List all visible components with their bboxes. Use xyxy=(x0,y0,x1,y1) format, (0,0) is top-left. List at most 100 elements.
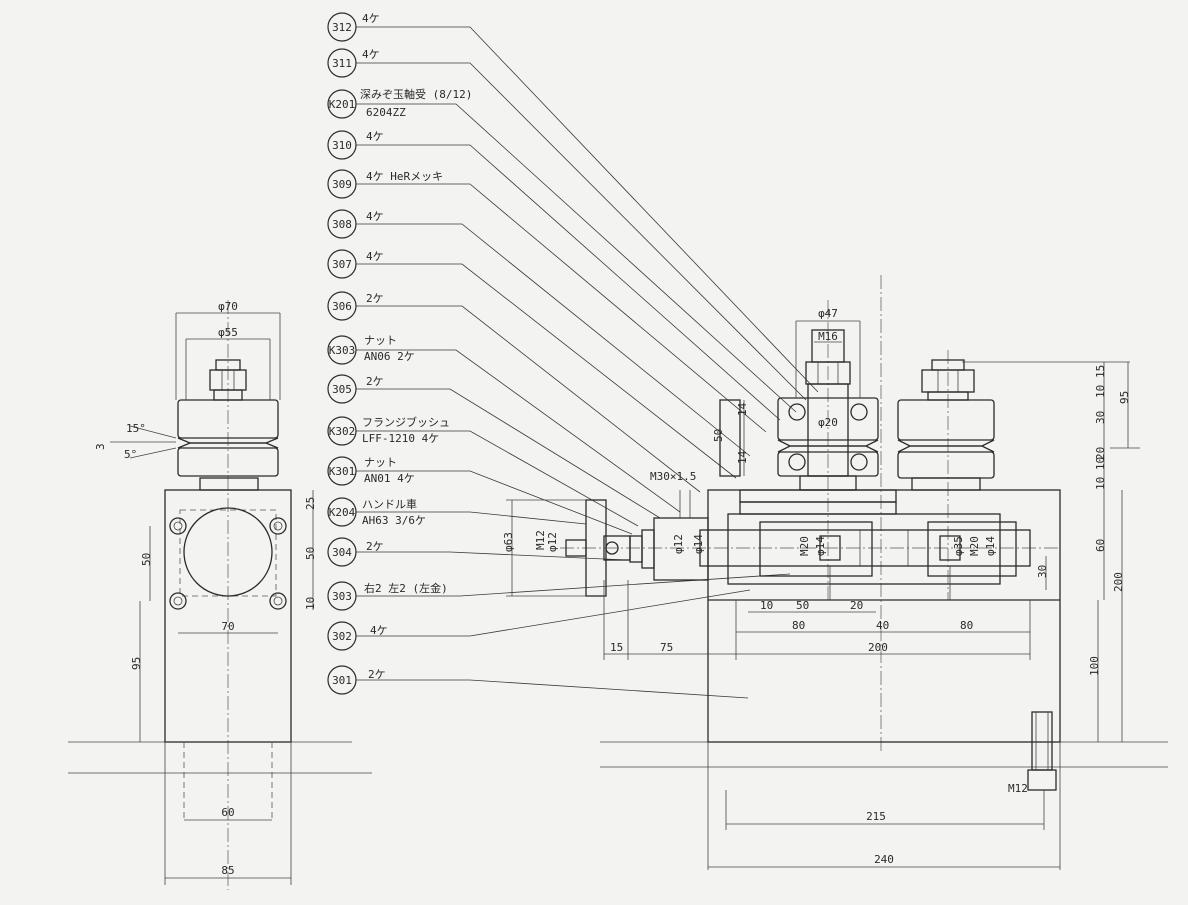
part-note: 2ケ xyxy=(368,668,386,681)
part-bubble xyxy=(327,456,357,486)
dim-label: 60 xyxy=(1094,539,1107,552)
dim-label: 14 xyxy=(736,402,749,416)
part-callout: K204 ハンドル車 AH63 3/6ケ xyxy=(327,497,426,527)
part-number: 303 xyxy=(332,590,352,603)
part-bubble xyxy=(327,497,357,527)
dim-label: φ70 xyxy=(218,300,238,313)
part-note: 2ケ xyxy=(366,375,384,388)
leader-lines xyxy=(356,26,819,699)
part-bubble xyxy=(327,48,357,78)
dim-label: 10 xyxy=(304,597,317,610)
part-note-2: AH63 3/6ケ xyxy=(362,514,426,527)
part-note: 4ケ xyxy=(366,250,384,263)
part-callout: 308 4ケ xyxy=(327,209,384,239)
front-view: M12 φ47 M16 φ20 14 50 14 M30×1.5 φ63 M12… xyxy=(502,275,1168,870)
part-note-2: 6204ZZ xyxy=(366,106,406,119)
part-note: フランジブッシュ xyxy=(362,415,450,429)
part-bubble xyxy=(327,291,357,321)
dim-label: φ20 xyxy=(818,416,838,429)
dim-label: φ63 xyxy=(502,532,515,552)
dim-label: φ35 xyxy=(952,536,965,556)
part-number: 308 xyxy=(332,218,352,231)
dim-label: φ14 xyxy=(692,534,705,554)
part-callout: 302 4ケ xyxy=(327,621,388,651)
part-note: 4ケ xyxy=(362,12,380,25)
dim-label: 80 xyxy=(792,619,805,632)
part-note: ナット xyxy=(364,456,397,469)
dim-label: 50 xyxy=(304,547,317,560)
dim-label: 50 xyxy=(712,429,725,442)
dim-label: 3 xyxy=(94,443,107,450)
part-callout: 301 2ケ xyxy=(327,665,386,695)
anchor-bolt: M12 xyxy=(1008,711,1057,795)
dim-label: 14 xyxy=(736,450,749,464)
part-number: K201 xyxy=(329,98,356,111)
part-callout: 312 4ケ xyxy=(327,12,380,42)
part-bubble xyxy=(327,665,357,695)
dim-label: 200 xyxy=(868,641,888,654)
right-roller xyxy=(897,359,995,491)
dim-label: 75 xyxy=(660,641,673,654)
part-bubble xyxy=(327,416,357,446)
dim-label: 85 xyxy=(221,864,234,877)
side-dimensions: φ70 φ55 15° 5° 3 25 50 10 50 95 70 60 xyxy=(94,300,317,879)
housing-block xyxy=(164,477,292,885)
part-number: 305 xyxy=(332,383,352,396)
part-note: 4ケ xyxy=(370,624,388,637)
part-bubble xyxy=(327,169,357,199)
part-number: 304 xyxy=(332,546,352,559)
dim-label: φ12 xyxy=(672,534,685,554)
part-callout: K303 ナット AN06 2ケ xyxy=(327,334,415,365)
dim-label: 200 xyxy=(1112,572,1125,592)
part-note: 4ケ xyxy=(362,48,380,61)
dim-label: φ14 xyxy=(984,536,997,556)
dim-label: 50 xyxy=(796,599,809,612)
part-note: ナット xyxy=(364,334,397,347)
dim-label: M20 xyxy=(968,536,981,556)
part-bubble xyxy=(327,581,357,611)
dim-label: M16 xyxy=(818,330,838,343)
dim-label: M12 xyxy=(534,530,547,550)
part-callout: 306 2ケ xyxy=(327,291,384,321)
dim-label: 10 xyxy=(760,599,773,612)
part-bubble xyxy=(327,249,357,279)
part-bubble xyxy=(327,209,357,239)
dim-label: M12 xyxy=(1008,782,1028,795)
part-number: 302 xyxy=(332,630,352,643)
dim-label: 30 xyxy=(1036,565,1049,578)
part-note-2: LFF-1210 4ケ xyxy=(362,432,439,445)
part-note: 2ケ xyxy=(366,540,384,553)
dim-label: 20 xyxy=(850,599,863,612)
part-callout: K301 ナット AN01 4ケ xyxy=(327,456,415,486)
part-bubble xyxy=(327,130,357,160)
part-note-2: AN01 4ケ xyxy=(364,472,415,485)
part-note-2: AN06 2ケ xyxy=(364,350,415,363)
part-callout: 307 4ケ xyxy=(327,249,384,279)
dim-label: 10 10 xyxy=(1094,457,1107,490)
front-dimensions: φ47 M16 φ20 14 50 14 M30×1.5 φ63 M12 φ12… xyxy=(502,307,1140,868)
dim-label: 25 xyxy=(304,497,317,510)
dim-label: 10 xyxy=(1094,385,1107,398)
part-callout: 303 右2 左2 (左金) xyxy=(327,581,448,611)
dim-label: φ14 xyxy=(814,536,827,556)
part-note: 右2 左2 (左金) xyxy=(364,581,448,595)
part-number: 312 xyxy=(332,21,352,34)
part-bubble xyxy=(327,621,357,651)
part-number: 301 xyxy=(332,674,352,687)
part-number: K303 xyxy=(329,344,356,357)
part-number: 311 xyxy=(332,57,352,70)
part-number: 306 xyxy=(332,300,352,313)
dim-label: 30 xyxy=(1094,411,1107,424)
dim-label: 215 xyxy=(866,810,886,823)
dim-label: φ12 xyxy=(546,532,559,552)
dim-label: φ55 xyxy=(218,326,238,339)
dim-label: 60 xyxy=(221,806,234,819)
part-note: 4ケ HeRメッキ xyxy=(366,170,443,183)
part-number: 309 xyxy=(332,178,352,191)
dim-label: 15 xyxy=(610,641,623,654)
part-callout: 309 4ケ HeRメッキ xyxy=(327,169,443,199)
part-number: K204 xyxy=(329,506,356,519)
part-note: 深みぞ玉軸受 (8/12) xyxy=(360,87,472,101)
pulley xyxy=(177,399,279,477)
dim-label: 70 xyxy=(221,620,234,633)
